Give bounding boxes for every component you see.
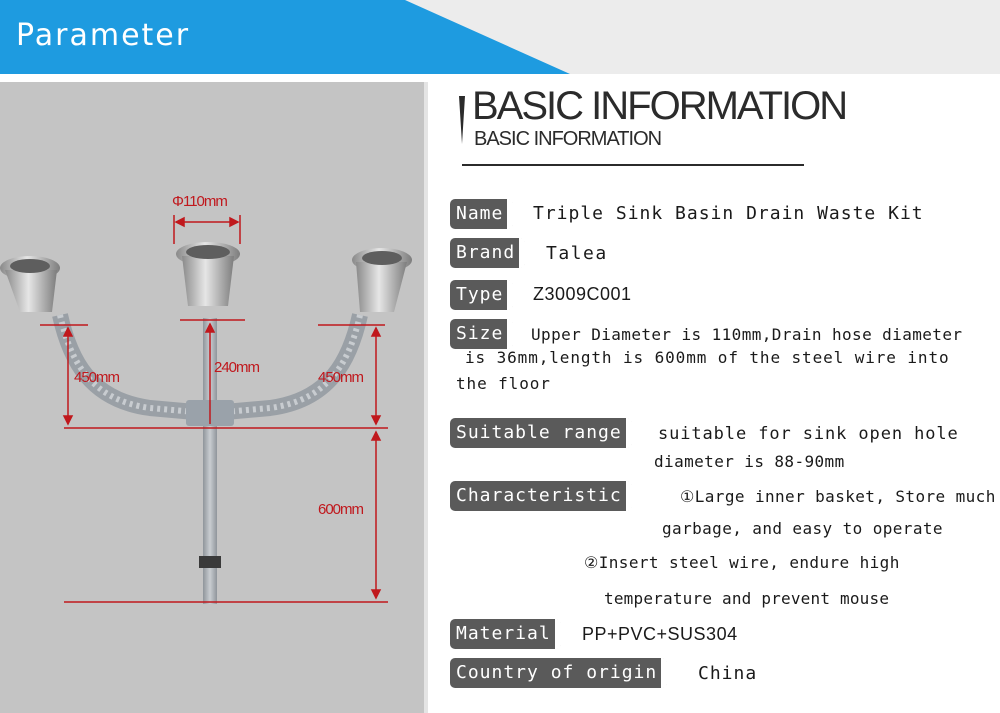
- basic-info-title: BASIC INFORMATION: [472, 84, 848, 128]
- right-strainer: [352, 248, 412, 312]
- characteristic-line-1: ①Large inner basket, Store much: [680, 487, 996, 506]
- suitable-range-label: Suitable range: [450, 418, 632, 448]
- name-label: Name: [450, 199, 514, 229]
- material-value: PP+PVC+SUS304: [582, 624, 738, 644]
- diameter-dimension: Φ110mm: [172, 193, 227, 210]
- brand-label: Brand: [450, 238, 526, 268]
- type-value: Z3009C001: [533, 284, 632, 304]
- header-stripe: [0, 0, 570, 74]
- material-label: Material: [450, 619, 561, 649]
- characteristic-label: Characteristic: [450, 481, 632, 511]
- characteristic-line-2: garbage, and easy to operate: [662, 519, 943, 538]
- center-height-dimension: 240mm: [214, 359, 260, 376]
- right-height-dimension: 450mm: [318, 369, 364, 386]
- left-height-dimension: 450mm: [74, 369, 120, 386]
- basic-info-subtitle: BASIC INFORMATION: [474, 128, 662, 150]
- basic-info-underline: [462, 164, 804, 166]
- size-line-1: Upper Diameter is 110mm,Drain hose diame…: [531, 325, 963, 344]
- suitable-range-line-2: diameter is 88-90mm: [654, 452, 845, 471]
- heading-accent-icon: [459, 96, 465, 144]
- product-image: Φ110mm 450mm 240mm 450mm 600mm: [0, 82, 424, 713]
- name-value: Triple Sink Basin Drain Waste Kit: [533, 203, 924, 224]
- header-banner: Parameter: [0, 0, 1000, 74]
- size-line-2: is 36mm,length is 600mm of the steel wir…: [465, 348, 950, 367]
- country-label: Country of origin: [450, 658, 668, 688]
- left-strainer: [0, 256, 60, 312]
- type-label: Type: [450, 280, 514, 310]
- center-strainer: [176, 242, 240, 306]
- header-title: Parameter: [16, 18, 191, 53]
- suitable-range-line-1: suitable for sink open hole: [658, 424, 959, 444]
- left-hose: [52, 313, 196, 420]
- divider: [424, 82, 428, 713]
- drain-length-dimension: 600mm: [318, 501, 364, 518]
- country-value: China: [698, 663, 758, 684]
- characteristic-line-3: ②Insert steel wire, endure high: [584, 553, 900, 572]
- size-line-3: the floor: [456, 374, 551, 393]
- size-label: Size: [450, 319, 514, 349]
- characteristic-line-4: temperature and prevent mouse: [604, 589, 890, 608]
- brand-value: Talea: [546, 243, 608, 264]
